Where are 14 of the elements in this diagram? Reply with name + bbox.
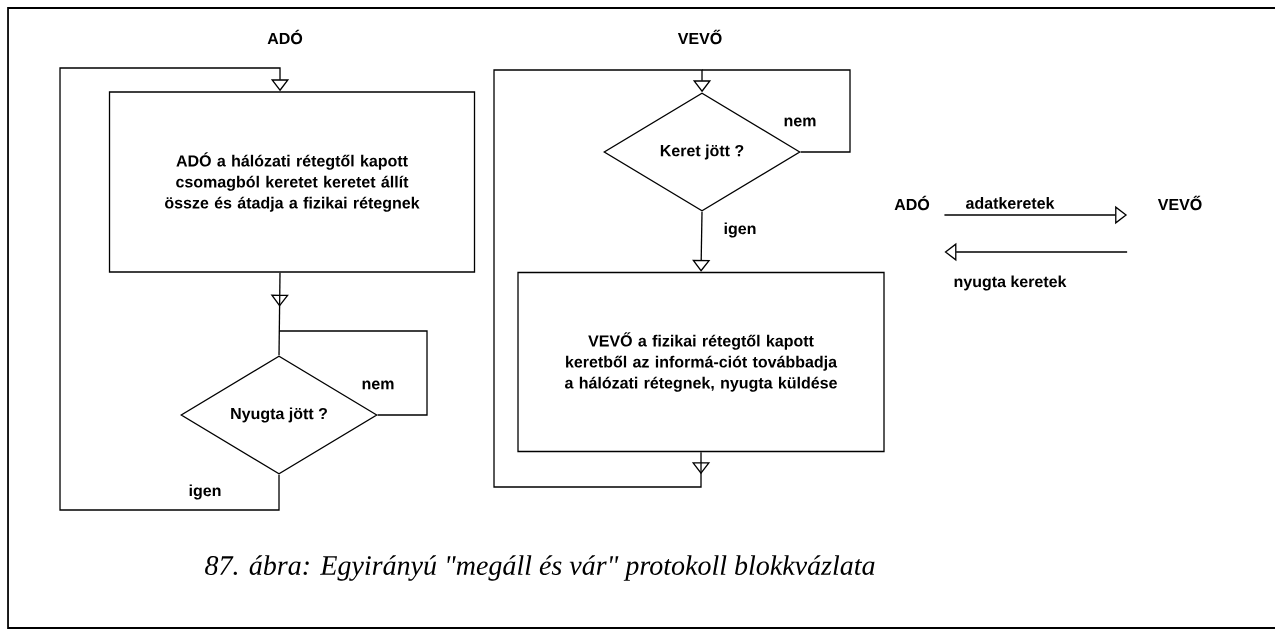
party-label: ADÓ — [894, 195, 930, 211]
arrow — [493, 69, 712, 488]
edge-label: adatkeretek — [964, 196, 1056, 210]
column-heading: VEVŐ — [677, 29, 722, 45]
arrow — [692, 211, 711, 272]
process-box: VEVŐ a fizikai rétegtől kapott keretből az informá-ciót továbbadja a hálózati rétegnek, nyugta küldése — [517, 271, 885, 453]
edge-label: igen — [722, 221, 758, 239]
caption: 87. ábra: Egyirányú "megáll és vár" protokoll blokkvázlata — [205, 555, 875, 581]
column-heading: ADÓ — [267, 29, 303, 45]
party-label: VEVŐ — [1157, 195, 1202, 211]
edge-label: igen — [187, 483, 223, 501]
edge-label: nyugta keretek — [952, 274, 1068, 292]
process-box: ADÓ a hálózati rétegtől kapott csomagból keretet keretet állít össze és átadja a fizikai rétegnek — [108, 91, 476, 273]
arrow — [59, 67, 290, 511]
